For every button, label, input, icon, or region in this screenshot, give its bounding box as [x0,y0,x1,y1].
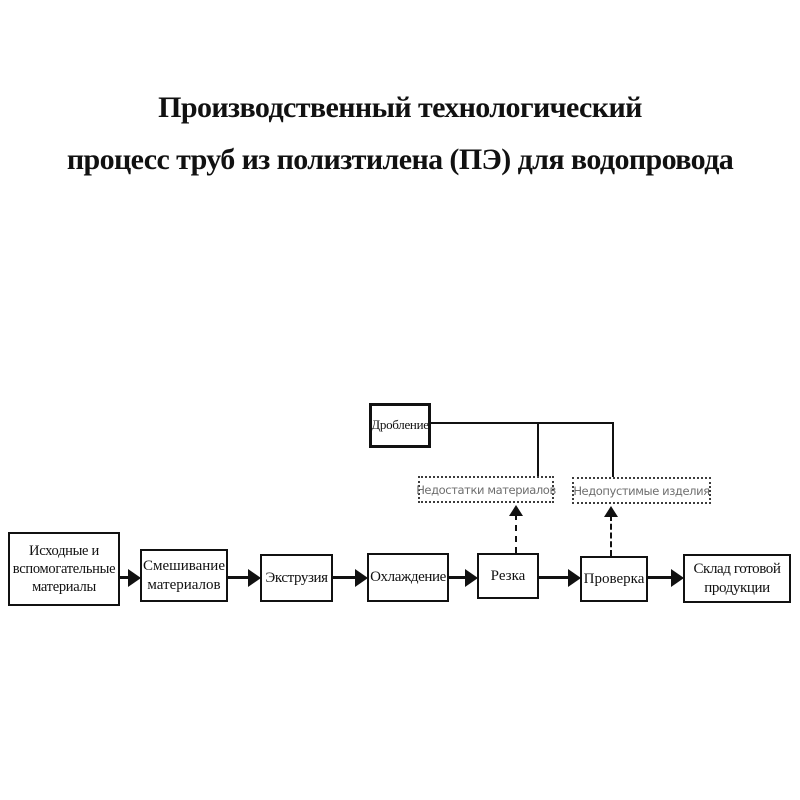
flow-arrow-6-stem [648,576,671,579]
reject-box-material-defects: Недостатки материалов [416,476,556,503]
flow-arrow-2-stem [228,576,248,579]
recycle-connector-vertical-2 [612,424,614,478]
flow-arrow-1-stem [120,576,130,579]
flow-arrow-4-stem [449,576,465,579]
flow-arrow-5-head-icon [568,569,581,587]
recycle-connector-horizontal [430,422,614,424]
step-box-raw-materials: Исходные и вспомогательные материалы [8,532,120,606]
reject-box-material-defects-label: Недостатки материалов [416,482,556,497]
step-label-cooling: Охлаждение [370,569,446,586]
flow-arrow-3-head-icon [355,569,368,587]
recycle-box-label: Дробление [371,417,429,433]
recycle-connector-vertical-1 [537,424,539,477]
step-box-warehouse: Склад готовой продукции [683,554,791,603]
step-label-mixing: Смешивание материалов [143,557,225,593]
reject-box-unacceptable-products-label: Недопустимые изделия [573,483,710,498]
flow-arrow-2-head-icon [248,569,261,587]
step-box-extrusion: Экструзия [260,554,333,602]
step-label-raw-materials: Исходные и вспомогательные материалы [12,542,116,596]
step-label-warehouse: Склад готовой продукции [693,560,781,596]
step-box-inspection: Проверка [580,556,648,602]
flow-arrow-4-head-icon [465,569,478,587]
feedback-arrow-inspection [610,515,612,556]
step-box-cutting: Резка [477,553,539,599]
flow-arrow-3-stem [333,576,355,579]
flow-arrow-5-stem [539,576,568,579]
feedback-arrow-cutting-head-icon [509,505,523,516]
recycle-box: Дробление [369,403,431,448]
reject-box-unacceptable-products: Недопустимые изделия [572,477,711,504]
diagram-title-line-2: процесс труб из полизтилена (ПЭ) для вод… [66,143,734,176]
step-label-extrusion: Экструзия [265,569,328,586]
diagram-title-line-1: Производственный технологический [158,91,642,124]
feedback-arrow-inspection-head-icon [604,506,618,517]
step-label-cutting: Резка [490,567,526,584]
flow-arrow-6-head-icon [671,569,684,587]
step-label-inspection: Проверка [583,570,645,587]
flow-arrow-1-head-icon [128,569,141,587]
step-box-cooling: Охлаждение [367,553,449,602]
step-box-mixing: Смешивание материалов [140,549,228,602]
feedback-arrow-cutting [515,514,517,553]
diagram-title: Производственный технологический процесс… [0,82,800,186]
